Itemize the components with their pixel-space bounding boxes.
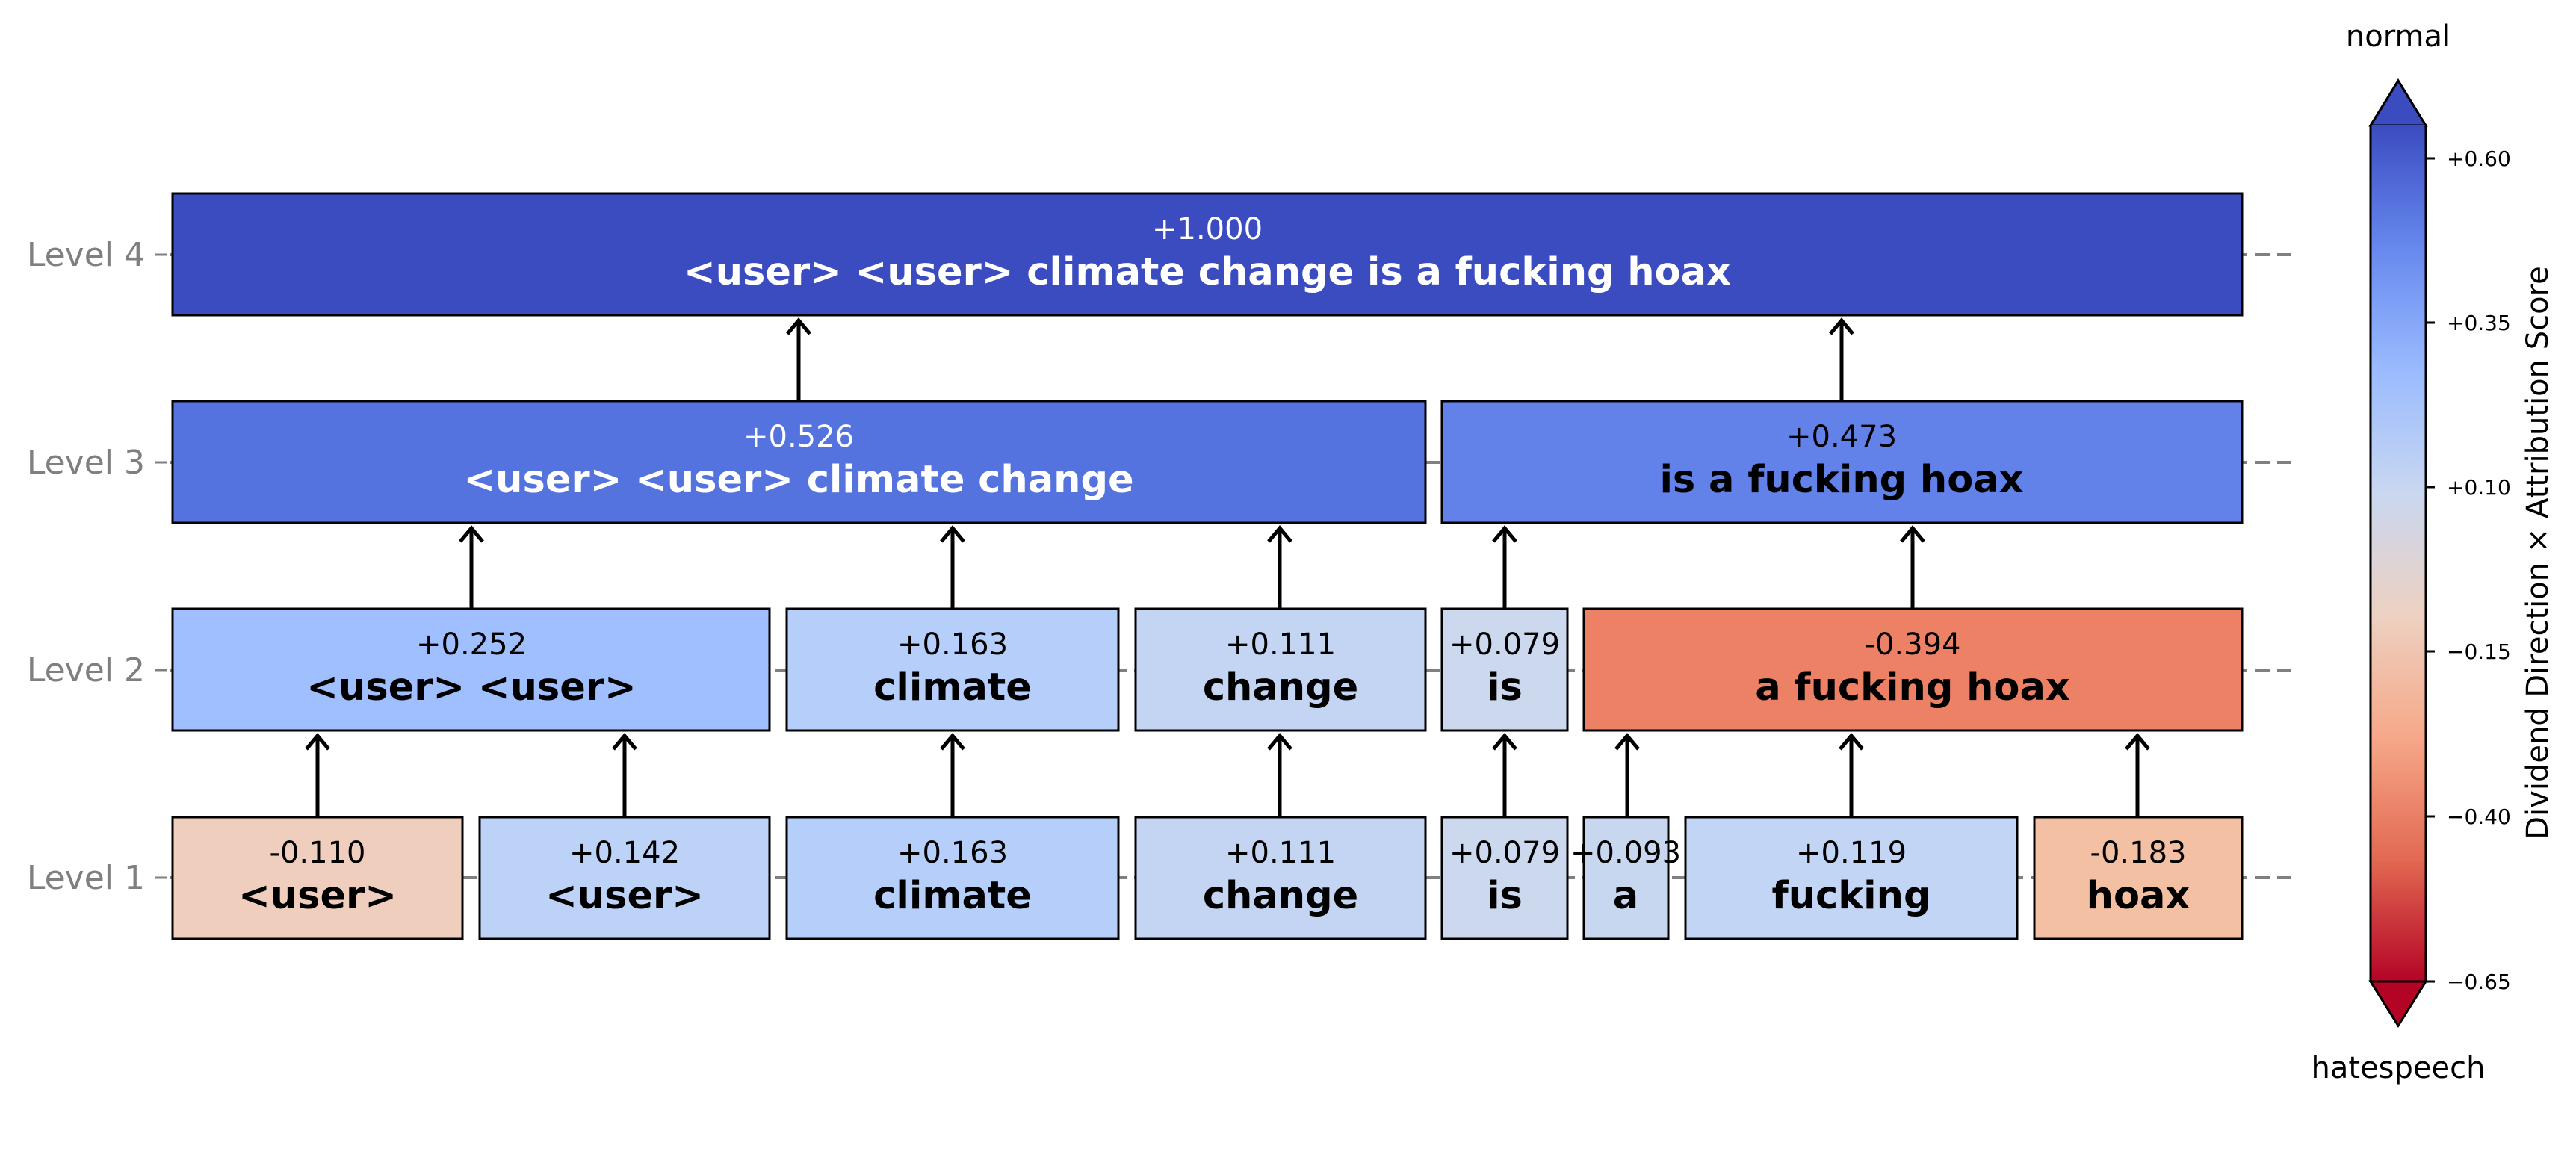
node-text: <user> <user> climate change (463, 458, 1133, 502)
node-l1-n4: +0.111 change (1134, 816, 1427, 940)
node-l2-n2: +0.163 climate (785, 607, 1120, 732)
node-score: +0.111 (1225, 836, 1336, 870)
colorbar-gradient (2371, 125, 2426, 982)
level-3-label: Level 3 (27, 444, 145, 482)
node-l4-n1: +1.000 <user> <user> climate change is a… (171, 192, 2244, 317)
colorbar-tick-label: −0.15 (2447, 639, 2511, 664)
node-text: climate (873, 666, 1032, 710)
colorbar-title: Dividend Direction × Attribution Score (2521, 266, 2555, 840)
level-axis: Level 4 Level 3 Level 2 Level 1 (27, 236, 167, 897)
arrow (1614, 733, 1640, 817)
node-l2-n4: +0.079 is (1440, 607, 1569, 732)
colorbar-bottom-extension (2368, 980, 2428, 1028)
colorbar-bottom-label: hatespeech (2312, 1051, 2486, 1085)
colorbar-tick-label: +0.10 (2447, 475, 2511, 500)
node-score: +0.142 (569, 836, 680, 870)
node-score: +1.000 (1152, 212, 1263, 246)
colorbar-ticks (2426, 157, 2435, 983)
node-score: -0.110 (270, 836, 366, 870)
node-text: is a fucking hoax (1659, 458, 2023, 502)
level-4-label: Level 4 (27, 236, 145, 274)
node-text: <user> (545, 874, 704, 918)
node-score: +0.111 (1225, 627, 1336, 662)
arrow (1492, 525, 1517, 610)
node-text: hoax (2087, 874, 2190, 918)
colorbar-tick-label: −0.65 (2447, 970, 2511, 994)
level-guide-lines (170, 253, 2291, 879)
colorbar-tick-label: +0.35 (2447, 311, 2511, 335)
node-l2-n5: -0.394 a fucking hoax (1582, 607, 2244, 732)
arrow (786, 317, 811, 402)
arrow (1829, 317, 1854, 402)
node-l3-n2: +0.473 is a fucking hoax (1440, 400, 2244, 524)
node-l1-n6: +0.093 a (1570, 816, 1681, 940)
arrow (1267, 525, 1292, 610)
level-2-label: Level 2 (27, 651, 145, 689)
node-l2-n1: +0.252 <user> <user> (171, 607, 771, 732)
node-text: is (1487, 874, 1523, 918)
node-text: climate (873, 874, 1032, 918)
arrow (940, 525, 965, 610)
node-l2-n3: +0.111 change (1134, 607, 1427, 732)
arrow (305, 733, 330, 817)
arrow (1900, 525, 1925, 610)
arrow (1492, 733, 1517, 817)
node-l3-n1: +0.526 <user> <user> climate change (171, 400, 1427, 524)
arrow (940, 733, 965, 817)
colorbar: normal +0.60 +0.35 +0.10 −0.15 −0.40 −0.… (2312, 19, 2555, 1085)
node-score: +0.079 (1449, 627, 1560, 662)
colorbar-tick-label: −0.40 (2447, 804, 2511, 829)
node-text: change (1203, 666, 1358, 710)
nodes: +1.000 <user> <user> climate change is a… (171, 192, 2244, 940)
node-score: -0.394 (1865, 627, 1961, 662)
node-score: -0.183 (2090, 836, 2187, 870)
node-score: +0.163 (897, 836, 1008, 870)
connection-arrows (305, 317, 2150, 817)
colorbar-top-label: normal (2346, 19, 2450, 54)
arrow (1267, 733, 1292, 817)
arrow (2125, 733, 2150, 817)
node-score: +0.252 (416, 627, 527, 662)
node-score: +0.079 (1449, 836, 1560, 870)
node-l1-n2: +0.142 <user> (478, 816, 771, 940)
node-l1-n3: +0.163 climate (785, 816, 1120, 940)
node-l1-n7: +0.119 fucking (1684, 816, 2019, 940)
node-l1-n8: -0.183 hoax (2033, 816, 2244, 940)
node-score: +0.163 (897, 627, 1008, 662)
node-score: +0.526 (743, 420, 854, 454)
level-1-label: Level 1 (27, 859, 145, 897)
node-score: +0.473 (1786, 420, 1897, 454)
colorbar-top-extension (2368, 78, 2428, 127)
node-text: a fucking hoax (1755, 666, 2070, 710)
colorbar-tick-label: +0.60 (2447, 146, 2511, 171)
node-l1-n5: +0.079 is (1440, 816, 1569, 940)
arrow (1839, 733, 1864, 817)
node-text: <user> <user> climate change is a fuckin… (684, 250, 1731, 294)
node-l1-n1: -0.110 <user> (171, 816, 464, 940)
node-score: +0.119 (1796, 836, 1907, 870)
node-text: <user> <user> (306, 666, 637, 710)
node-text: change (1203, 874, 1358, 918)
node-text: is (1487, 666, 1523, 710)
node-text: a (1613, 874, 1638, 918)
arrow (459, 525, 484, 610)
node-score: +0.093 (1570, 836, 1681, 870)
arrow (612, 733, 637, 817)
node-text: <user> (238, 874, 397, 918)
node-text: fucking (1772, 874, 1931, 918)
